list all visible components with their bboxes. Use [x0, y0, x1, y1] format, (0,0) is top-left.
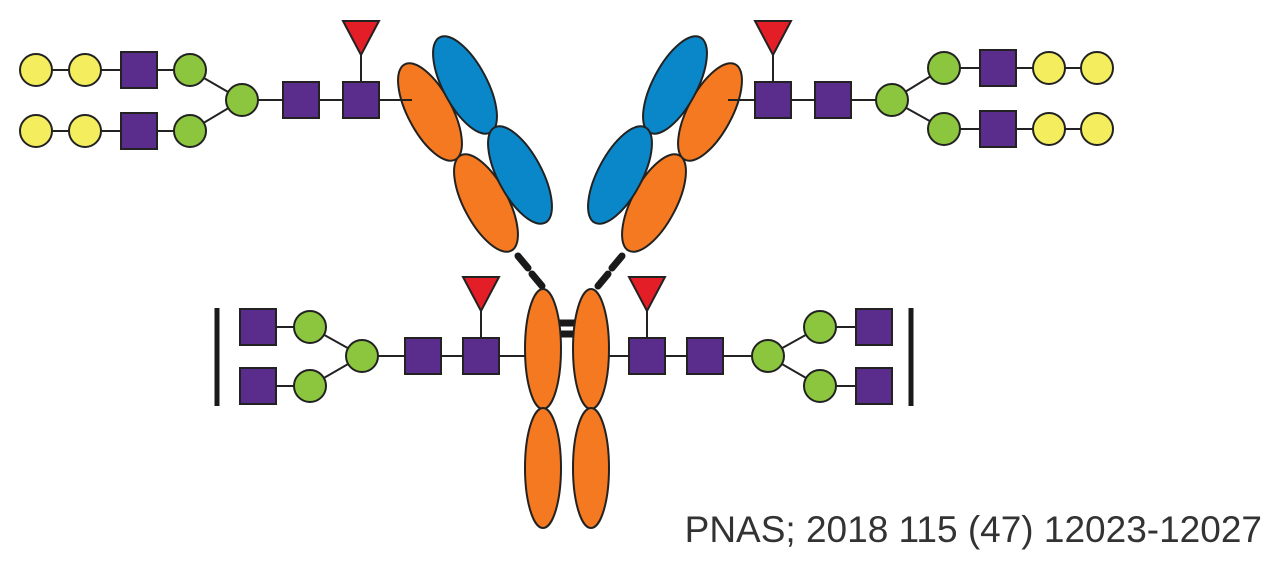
fc-glycan-right [609, 276, 914, 406]
mannose-icon [803, 369, 837, 403]
mannose-icon [803, 310, 837, 344]
mannose-icon [173, 114, 207, 148]
glcnac-icon [404, 337, 442, 375]
light-chain-cl-right [587, 125, 653, 225]
heavy-chain-ch3-left [524, 407, 562, 529]
glcnac-icon [628, 337, 666, 375]
mannose-icon [225, 83, 259, 117]
galactose-icon [19, 53, 53, 87]
antibody [397, 35, 743, 529]
hinge-bond-left-2 [528, 270, 546, 290]
galactose-icon [68, 114, 102, 148]
mannose-icon [927, 112, 961, 146]
mannose-icon [293, 310, 327, 344]
fucose-icon [627, 276, 667, 314]
fucose-icon [461, 276, 501, 314]
mannose-icon [875, 83, 909, 117]
galactose-icon [1080, 112, 1114, 146]
mannose-icon [927, 51, 961, 85]
light-chain-cl-left [487, 125, 553, 225]
glcnac-icon [462, 337, 500, 375]
hinge-bond-left-1 [514, 252, 532, 272]
galactose-icon [1080, 51, 1114, 85]
glcnac-icon [686, 337, 724, 375]
glcnac-icon [979, 110, 1017, 148]
fucose-icon [753, 20, 793, 58]
mannose-icon [293, 369, 327, 403]
fucose-icon [341, 20, 381, 58]
galactose-icon [68, 53, 102, 87]
citation-text: PNAS; 2018 115 (47) 12023-12027 [684, 509, 1262, 550]
hinge-bond-right-1 [608, 252, 626, 272]
fc-glycan-left [214, 276, 526, 406]
glcnac-icon [855, 308, 893, 346]
glcnac-icon [979, 49, 1017, 87]
glcnac-icon [239, 308, 277, 346]
glcnac-icon [282, 81, 320, 119]
glcnac-icon [754, 81, 792, 119]
glcnac-icon [120, 112, 158, 150]
mannose-icon [173, 53, 207, 87]
glcnac-icon [239, 367, 277, 405]
galactose-icon [19, 114, 53, 148]
glcnac-icon [342, 81, 380, 119]
heavy-chain-ch3-right [572, 407, 610, 529]
mannose-icon [751, 339, 785, 373]
galactose-icon [1032, 51, 1066, 85]
heavy-chain-ch2-left [524, 288, 562, 410]
hinge-bond-right-2 [594, 270, 612, 290]
fab-glycan-left [19, 20, 412, 150]
glcnac-icon [855, 367, 893, 405]
mannose-icon [345, 339, 379, 373]
fab-glycan-right [728, 20, 1114, 148]
galactose-icon [1032, 112, 1066, 146]
heavy-chain-ch2-right [572, 288, 610, 410]
glcnac-icon [120, 51, 158, 89]
glcnac-icon [814, 81, 852, 119]
